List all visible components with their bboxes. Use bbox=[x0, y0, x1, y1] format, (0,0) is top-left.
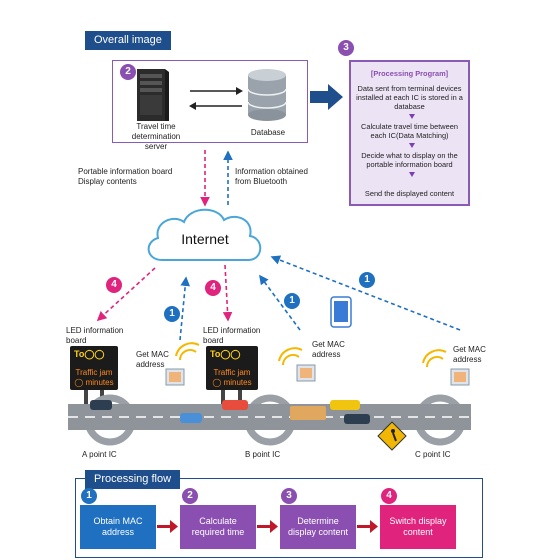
led-sign-b: To◯◯ Traffic jam ◯ minutes bbox=[206, 346, 258, 390]
flow-step-3: Determine display content bbox=[280, 505, 356, 549]
flow-step-2-badge: 2 bbox=[182, 488, 198, 504]
database-label: Database bbox=[250, 128, 286, 137]
step-1-badge-b: 1 bbox=[284, 293, 300, 309]
sign-b-pole-2 bbox=[238, 390, 242, 404]
program-arrow-3 bbox=[409, 172, 415, 177]
big-arrow bbox=[310, 84, 343, 110]
program-step-3: Decide what to display on the portable i… bbox=[361, 151, 458, 169]
sign-a-line-1: Traffic jam bbox=[75, 368, 113, 377]
flow-step-1-badge: 1 bbox=[81, 488, 97, 504]
flow-step-4-badge: 4 bbox=[381, 488, 397, 504]
led-board-label-a: LED information board bbox=[66, 326, 124, 345]
step-3-badge: 3 bbox=[338, 40, 354, 56]
program-arrow-1 bbox=[409, 114, 415, 119]
internet-label: Internet bbox=[181, 231, 229, 247]
sign-b-destination: To◯◯ bbox=[210, 349, 241, 359]
program-step-4: Send the displayed content bbox=[364, 189, 455, 198]
get-mac-label-c: Get MAC address bbox=[453, 345, 486, 364]
sign-b-line-2: ◯ minutes bbox=[212, 378, 252, 387]
get-mac-label-b: Get MAC address bbox=[312, 340, 345, 359]
flow-step-2: Calculate required time bbox=[180, 505, 256, 549]
program-step-1: Data sent from terminal devices installe… bbox=[356, 84, 463, 111]
flow-step-4: Switch display content bbox=[380, 505, 456, 549]
led-sign-a: To◯◯ Traffic jam ◯ minutes bbox=[70, 346, 118, 390]
processing-flow-box bbox=[75, 478, 483, 558]
bluetooth-label: Information obtained from Bluetooth bbox=[235, 167, 308, 186]
point-a-label: A point IC bbox=[82, 450, 117, 459]
step-1-badge-c: 1 bbox=[359, 272, 375, 288]
get-mac-label-a: Get MAC address bbox=[136, 350, 169, 369]
database-icon bbox=[247, 69, 287, 121]
sign-a-destination: To◯◯ bbox=[74, 349, 105, 359]
program-step-2: Calculate travel time between each IC(Da… bbox=[361, 122, 458, 140]
flow-step-1: Obtain MAC address bbox=[80, 505, 156, 549]
step-2-badge: 2 bbox=[120, 64, 136, 80]
server-icon bbox=[137, 69, 169, 121]
program-arrow-2 bbox=[409, 143, 415, 148]
sign-b-pole bbox=[221, 390, 225, 404]
server-database-box bbox=[112, 60, 308, 143]
exchange-arrows bbox=[189, 87, 243, 110]
sign-a-line-2: ◯ minutes bbox=[74, 378, 114, 387]
point-b-label: B point IC bbox=[245, 450, 281, 459]
server-label: Travel time determination server bbox=[131, 122, 181, 151]
processing-flow-title: Processing flow bbox=[85, 470, 181, 489]
led-board-label-b: LED information board bbox=[203, 326, 261, 345]
portable-board-label: Portable information board Display conte… bbox=[78, 167, 173, 186]
point-c-label: C point IC bbox=[415, 450, 451, 459]
tablet-icon bbox=[330, 296, 352, 328]
step-4-badge-b: 4 bbox=[205, 280, 221, 296]
step-4-badge-a: 4 bbox=[106, 277, 122, 293]
flow-step-3-badge: 3 bbox=[281, 488, 297, 504]
step-1-badge-a: 1 bbox=[164, 306, 180, 322]
internet-cloud bbox=[147, 208, 262, 261]
processing-program-box: [Processing Program] Data sent from term… bbox=[349, 60, 470, 206]
overall-image-title: Overall image bbox=[85, 31, 171, 50]
processing-program-title: [Processing Program] bbox=[370, 69, 449, 78]
sign-b-line-1: Traffic jam bbox=[213, 368, 251, 377]
sign-a-pole bbox=[84, 390, 88, 406]
